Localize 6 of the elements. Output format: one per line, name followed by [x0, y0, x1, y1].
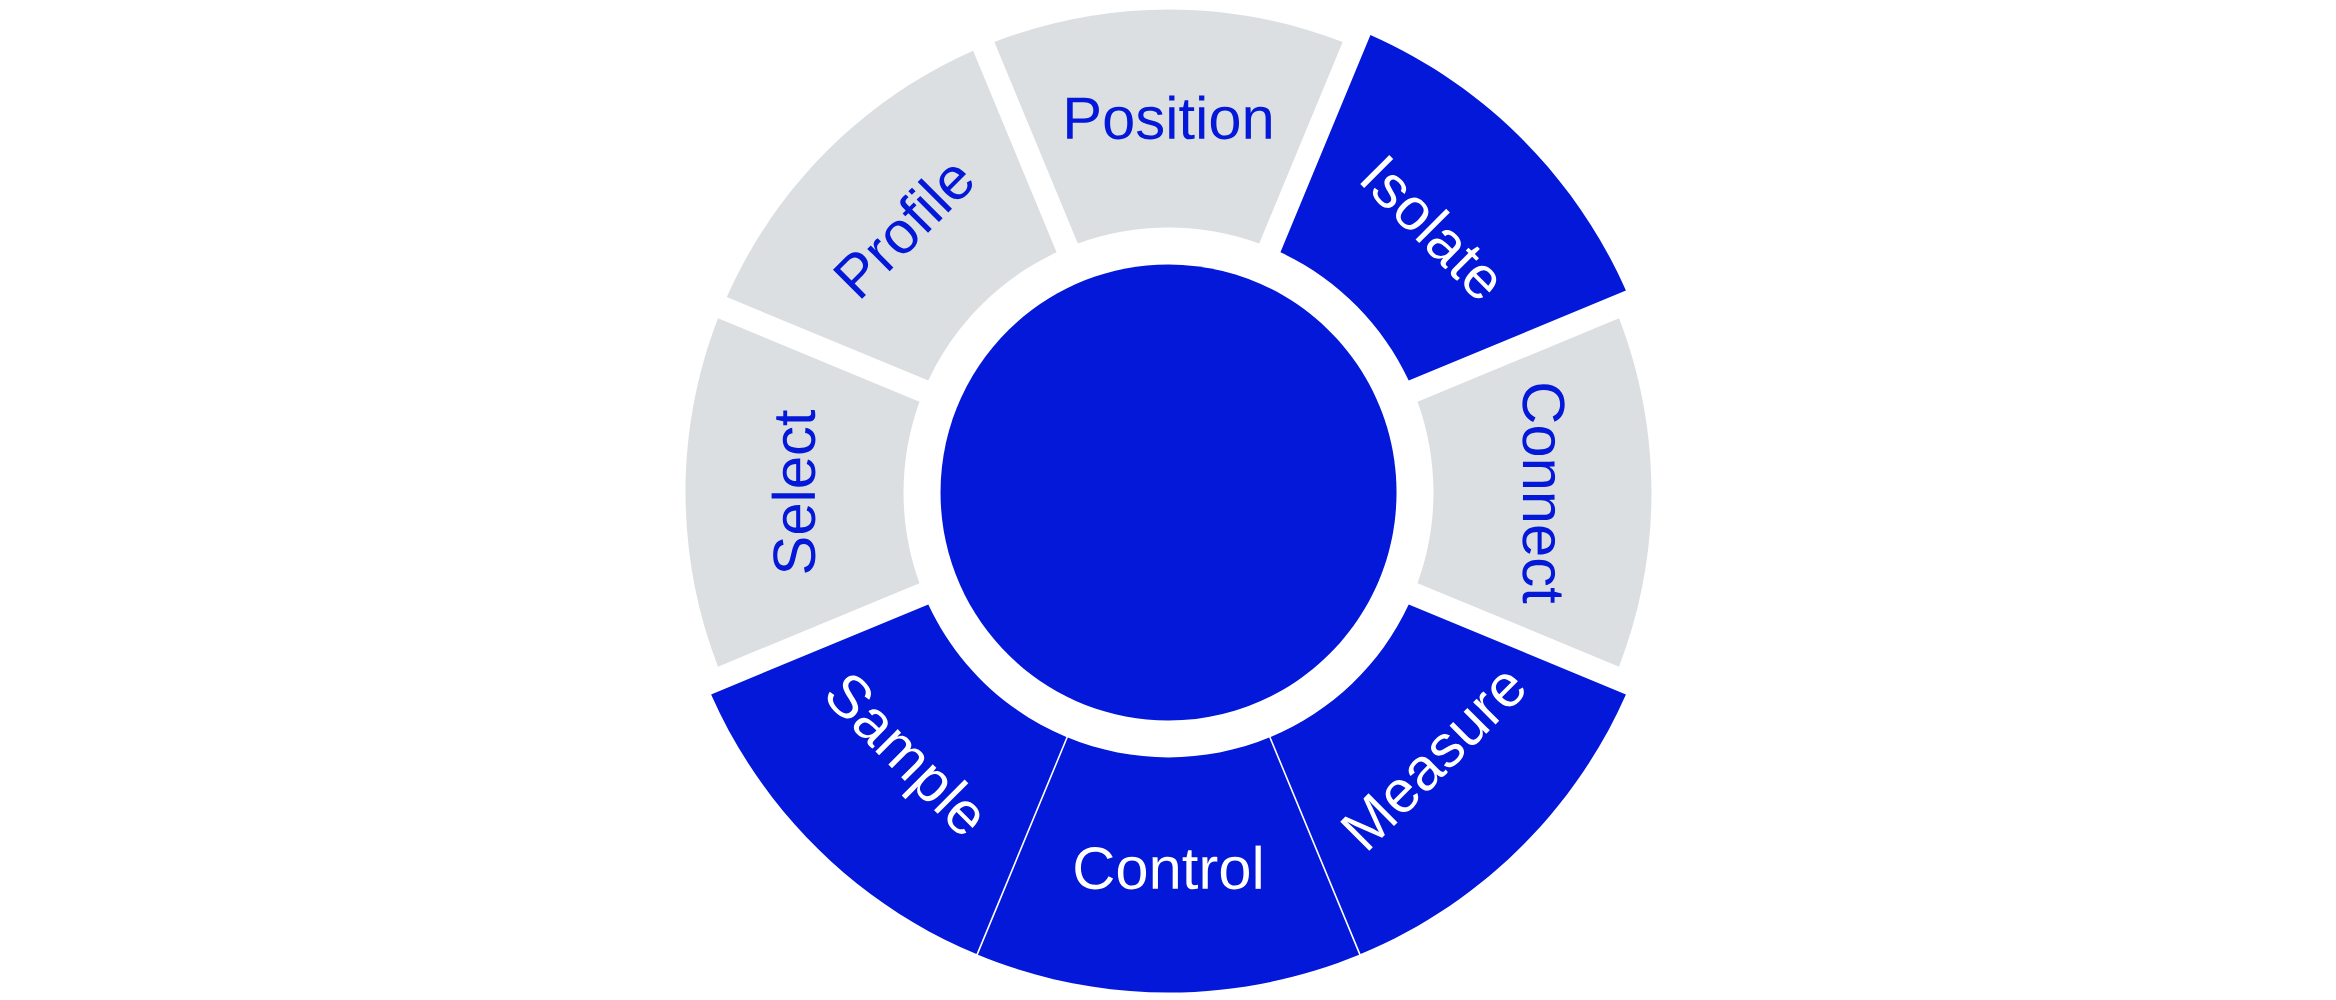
- node-label: Control: [1075, 845, 1261, 890]
- ring-segment: Position: [994, 9, 1343, 244]
- node-label: Select: [771, 409, 816, 573]
- node-label: Position: [1067, 95, 1271, 140]
- ring-segment: Select: [685, 318, 920, 667]
- ring-segment: Connect: [1417, 318, 1652, 667]
